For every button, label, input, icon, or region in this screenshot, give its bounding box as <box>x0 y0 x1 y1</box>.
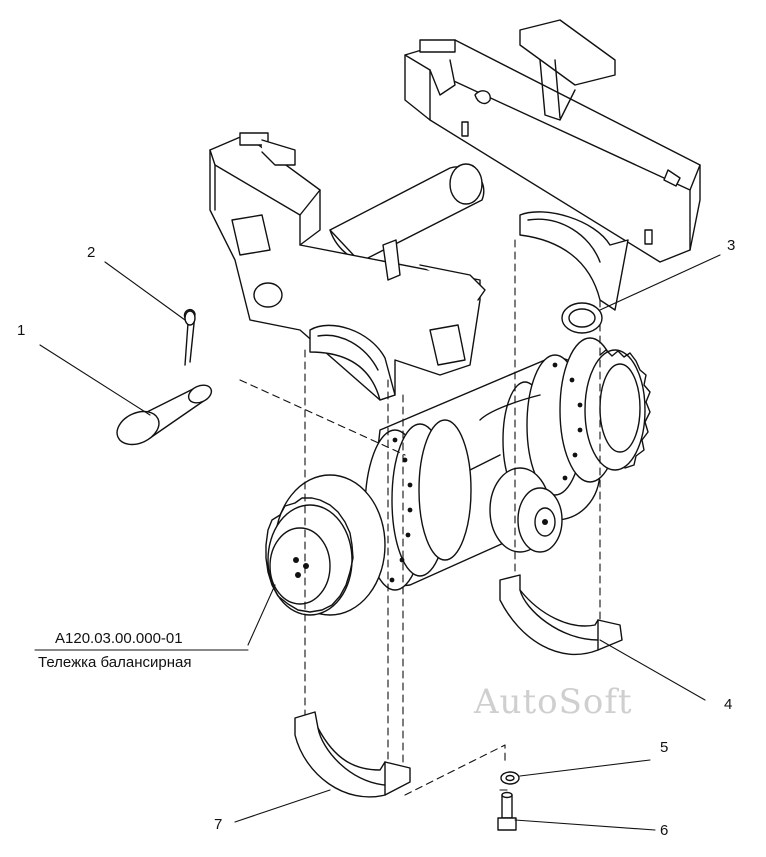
callout-7: 7 <box>214 816 223 833</box>
callout-4: 4 <box>724 696 733 713</box>
frame-rear-beam <box>404 19 701 311</box>
cap-part-left <box>294 711 411 798</box>
part-name: Тележка балансирная <box>38 654 192 671</box>
cap-part-right <box>499 574 623 655</box>
frame-front-beam <box>209 132 486 401</box>
assembly-lines <box>239 239 601 796</box>
right-sprocket <box>584 349 651 471</box>
part-number: А120.03.00.000-01 <box>55 630 183 647</box>
pin-part <box>116 384 213 446</box>
callout-1: 1 <box>17 322 26 339</box>
left-sprocket <box>265 474 386 616</box>
leader-lines <box>34 254 721 831</box>
cotter-pin-part <box>183 308 196 366</box>
callout-6: 6 <box>660 822 669 839</box>
ring-part <box>561 302 603 334</box>
callout-3: 3 <box>727 237 736 254</box>
frame-cross-tube <box>329 163 485 263</box>
watermark-text: AutoSoft <box>474 682 633 722</box>
bolt-part <box>497 791 517 831</box>
center-hub <box>489 467 563 553</box>
callout-5: 5 <box>660 739 669 756</box>
callout-2: 2 <box>87 244 96 261</box>
washer-part <box>500 771 520 785</box>
